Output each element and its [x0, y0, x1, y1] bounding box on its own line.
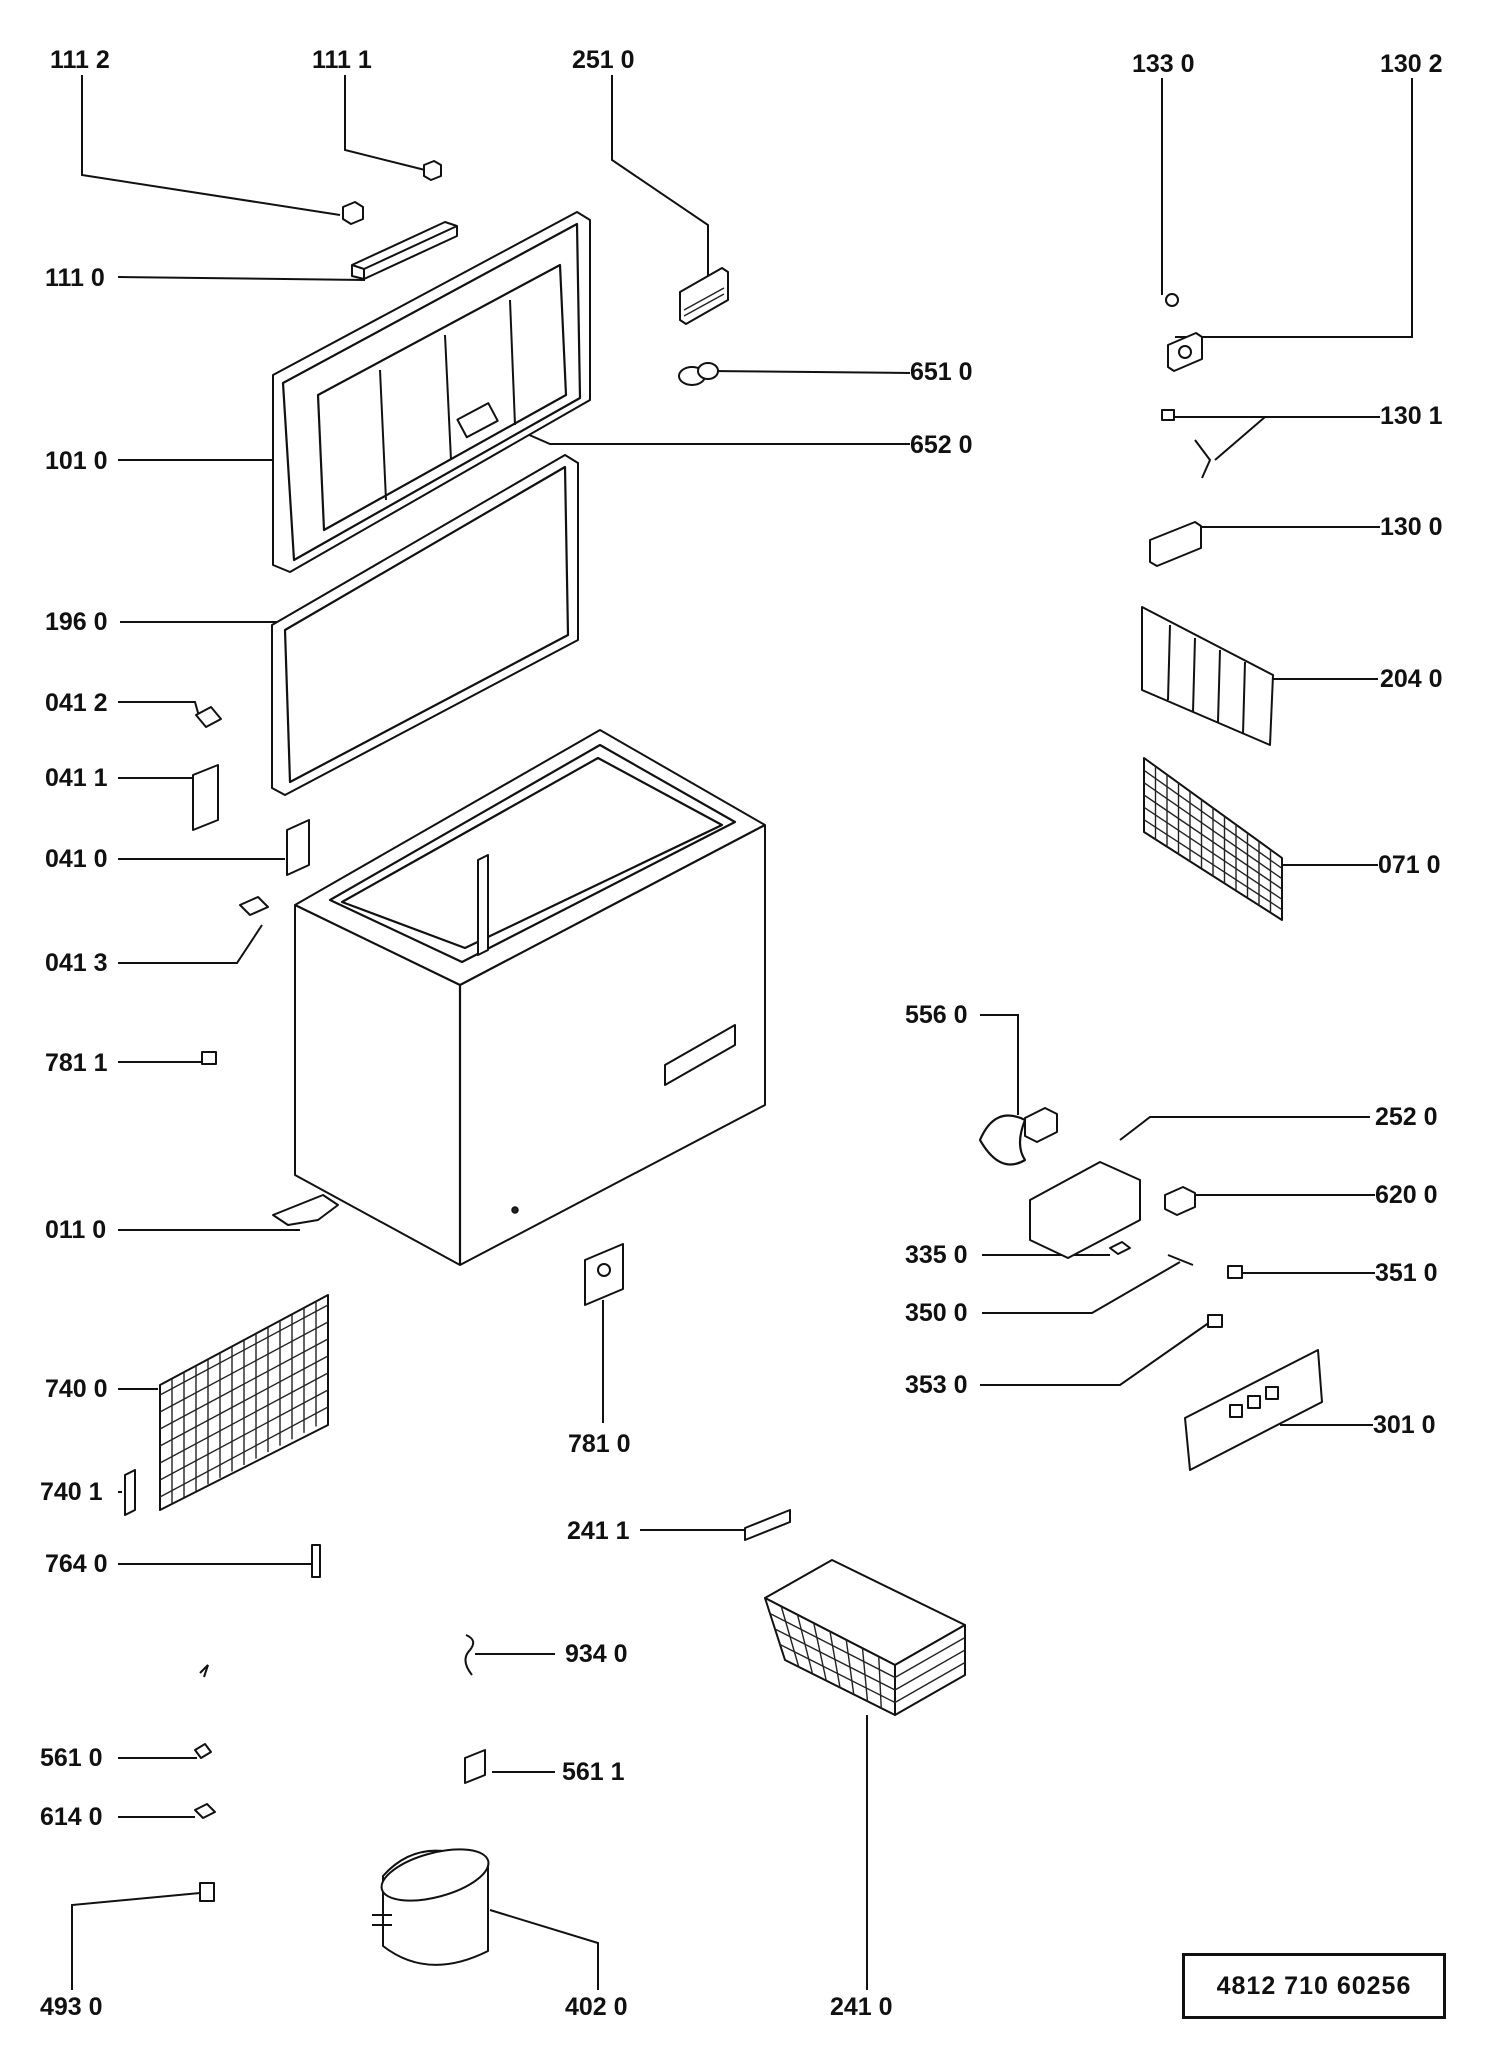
callout-614-0: 614 0 [40, 1803, 103, 1831]
callout-133-0: 133 0 [1132, 50, 1195, 78]
part-lid-outer [272, 211, 591, 573]
callout-111-0: 111 0 [45, 264, 105, 292]
callout-335-0: 335 0 [905, 1241, 968, 1269]
callout-652-0: 652 0 [910, 431, 973, 459]
callout-041-3: 041 3 [45, 949, 108, 977]
part-bracket-781 [584, 1243, 624, 1306]
callout-111-1: 111 1 [312, 46, 372, 74]
callout-556-0: 556 0 [905, 1001, 968, 1029]
callout-101-0: 101 0 [45, 447, 108, 475]
part-wiring-small [1109, 1241, 1243, 1328]
callout-781-1: 781 1 [45, 1049, 108, 1077]
part-evaporator-panel [1141, 606, 1274, 746]
document-number: 4812 710 60256 [1216, 1971, 1412, 2000]
callout-620-0: 620 0 [1375, 1181, 1438, 1209]
part-lid-gasket [271, 454, 579, 796]
part-basket-handle [744, 1509, 791, 1541]
callout-740-1: 740 1 [40, 1478, 103, 1506]
part-misc-small [194, 1634, 486, 1902]
part-lock-small [678, 362, 719, 386]
part-door-handle-caps [342, 160, 442, 225]
callout-493-0: 493 0 [40, 1993, 103, 2021]
callout-130-1: 130 1 [1380, 402, 1443, 430]
callout-130-0: 130 0 [1380, 513, 1443, 541]
callout-252-0: 252 0 [1375, 1103, 1438, 1131]
callout-781-0: 781 0 [568, 1430, 631, 1458]
callout-561-1: 561 1 [562, 1758, 625, 1786]
callout-041-2: 041 2 [45, 689, 108, 717]
callout-071-0: 071 0 [1378, 851, 1441, 879]
part-hinge-bracket [679, 267, 729, 325]
part-basket [764, 1559, 966, 1716]
part-small-clips [201, 1051, 339, 1226]
condenser-coils [159, 1301, 329, 1504]
grille-mesh [1143, 766, 1283, 913]
document-number-box: 4812 710 60256 [1182, 1953, 1446, 2019]
part-dryer [311, 1544, 321, 1578]
part-rear-grille [1143, 757, 1283, 921]
part-cabinet [294, 729, 766, 1266]
callout-353-0: 353 0 [905, 1371, 968, 1399]
callout-764-0: 764 0 [45, 1550, 108, 1578]
callout-130-2: 130 2 [1380, 50, 1443, 78]
callout-251-0: 251 0 [572, 46, 635, 74]
part-thermostat-parts [1149, 293, 1212, 567]
callout-labels: 111 2 111 1 251 0 133 0 130 2 111 0 651 … [40, 46, 1443, 2021]
part-door-handle [351, 221, 458, 280]
callout-041-0: 041 0 [45, 845, 108, 873]
part-control-panel [1184, 1349, 1323, 1471]
callout-111-2: 111 2 [50, 46, 110, 74]
part-condenser [124, 1294, 329, 1516]
callout-241-0: 241 0 [830, 1993, 893, 2021]
callout-204-0: 204 0 [1380, 665, 1443, 693]
callout-651-0: 651 0 [910, 358, 973, 386]
callout-011-0: 011 0 [45, 1216, 106, 1244]
callout-934-0: 934 0 [565, 1640, 628, 1668]
callout-350-0: 350 0 [905, 1299, 968, 1327]
callout-241-1: 241 1 [567, 1517, 630, 1545]
callout-561-0: 561 0 [40, 1744, 103, 1772]
callout-351-0: 351 0 [1375, 1259, 1438, 1287]
callout-402-0: 402 0 [565, 1993, 628, 2021]
callout-301-0: 301 0 [1373, 1411, 1436, 1439]
callout-196-0: 196 0 [45, 608, 108, 636]
callout-740-0: 740 0 [45, 1375, 108, 1403]
callout-041-1: 041 1 [45, 764, 108, 792]
basket-mesh [769, 1606, 966, 1709]
part-start-relay [978, 1107, 1196, 1259]
part-hinges-left [192, 706, 310, 916]
part-compressor [372, 1848, 490, 1966]
